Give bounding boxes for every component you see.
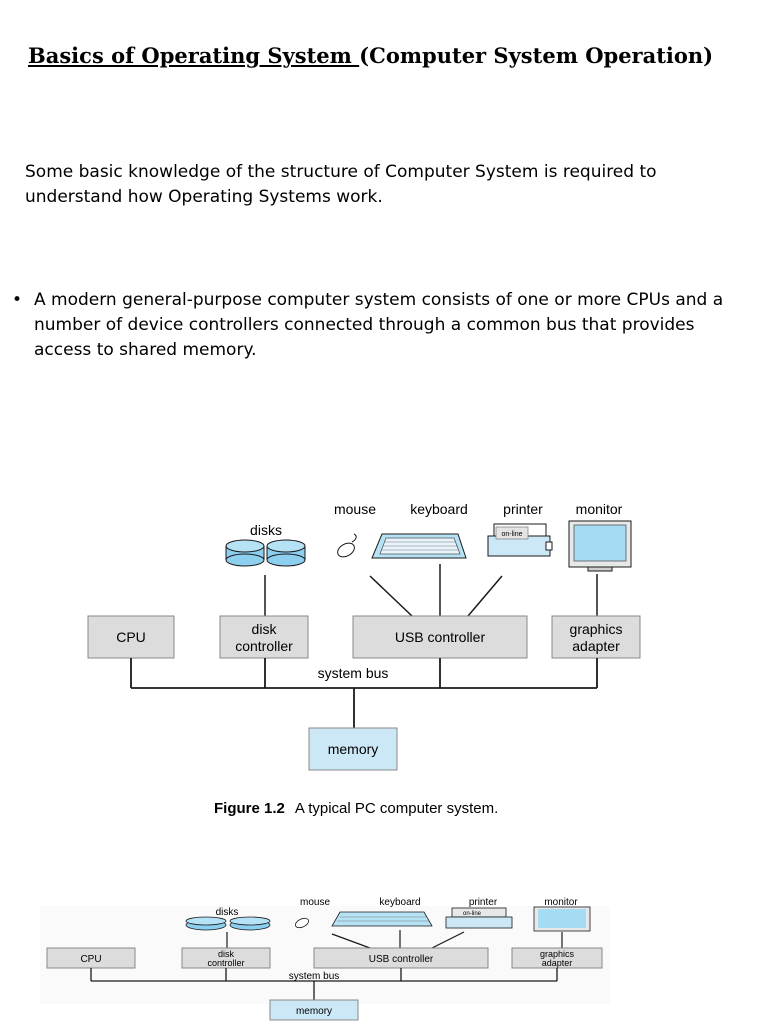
disk-controller-box-small: disk controller xyxy=(181,947,271,969)
figure-caption-text: A typical PC computer system. xyxy=(295,800,498,817)
keyboard-icon-small xyxy=(331,911,433,927)
graphics-adapter-box-small: graphics adapter xyxy=(511,947,603,969)
disks-icon-small xyxy=(185,916,271,931)
monitor-icon-small xyxy=(533,906,591,932)
keyboard-label-small: keyboard xyxy=(379,897,420,908)
monitor-label: monitor xyxy=(576,501,623,517)
usb-controller-box: USB controller xyxy=(352,615,528,659)
usb-controller-label: USB controller xyxy=(395,629,486,645)
disks-label-small: disks xyxy=(216,907,239,918)
device-connections xyxy=(264,564,598,617)
keyboard-icon xyxy=(371,533,467,559)
figure-caption: Figure 1.2 A typical PC computer system. xyxy=(214,800,498,817)
page-title: Basics of Operating System (Computer Sys… xyxy=(28,40,758,72)
keyboard-label: keyboard xyxy=(410,501,468,517)
disks-icon xyxy=(225,539,306,567)
device-connections-small xyxy=(226,930,563,949)
monitor-icon xyxy=(568,520,632,572)
graphics-adapter-label-line1: graphics xyxy=(570,621,623,637)
bullet-icon: • xyxy=(12,290,23,310)
disk-controller-label-line1: disk xyxy=(252,621,278,637)
printer-label-small: printer xyxy=(469,897,498,908)
memory-label: memory xyxy=(328,741,379,757)
usb-controller-box-small: USB controller xyxy=(313,947,489,969)
title-main: Basics of Operating System xyxy=(28,43,360,68)
system-bus-label-small: system bus xyxy=(289,971,340,982)
title-subtitle: (Computer System Operation) xyxy=(359,43,714,68)
printer-icon-small: on-line xyxy=(445,907,513,929)
graphics-adapter-label-line2: adapter xyxy=(572,638,620,654)
mouse-label: mouse xyxy=(334,501,376,517)
mouse-icon xyxy=(337,533,357,558)
printer-label: printer xyxy=(503,501,543,517)
disk-controller-label-line2-small: controller xyxy=(207,958,244,968)
cpu-box-small: CPU xyxy=(46,947,136,969)
intro-paragraph: Some basic knowledge of the structure of… xyxy=(25,162,657,207)
memory-box-small: memory xyxy=(269,999,359,1021)
mouse-label-small: mouse xyxy=(300,897,330,908)
graphics-adapter-box: graphics adapter xyxy=(551,615,641,659)
printer-icon: on-line xyxy=(487,523,553,557)
cpu-box: CPU xyxy=(87,615,175,659)
disk-controller-label-line2: controller xyxy=(235,638,293,654)
graphics-adapter-label-line2-small: adapter xyxy=(542,958,573,968)
monitor-label-small: monitor xyxy=(544,897,578,908)
cpu-label-small: CPU xyxy=(80,954,101,965)
disks-label: disks xyxy=(250,522,282,538)
memory-box: memory xyxy=(308,727,398,771)
on-line-label-small: on-line xyxy=(463,911,482,917)
diagram-small-svg: mouse keyboard printer monitor disks on-… xyxy=(40,897,610,1021)
memory-label-small: memory xyxy=(296,1006,332,1017)
computer-system-diagram: mouse keyboard printer monitor disks xyxy=(80,492,660,832)
on-line-label: on-line xyxy=(501,531,522,538)
disk-controller-box: disk controller xyxy=(219,615,309,659)
cpu-label: CPU xyxy=(116,629,146,645)
graphics-adapter-label-line1-small: graphics xyxy=(540,949,575,959)
list-item: • A modern general-purpose computer syst… xyxy=(10,288,740,363)
system-bus-small xyxy=(90,968,558,1000)
diagram-svg: mouse keyboard printer monitor disks xyxy=(87,501,641,817)
figure-number: Figure 1.2 xyxy=(214,800,285,817)
disk-controller-label-line1-small: disk xyxy=(218,949,235,959)
system-bus xyxy=(130,658,598,728)
bullet-list: • A modern general-purpose computer syst… xyxy=(10,288,740,363)
bullet-text: A modern general-purpose computer system… xyxy=(34,290,724,360)
computer-system-diagram-small: mouse keyboard printer monitor disks on-… xyxy=(40,890,610,1022)
usb-controller-label-small: USB controller xyxy=(369,954,434,965)
system-bus-label: system bus xyxy=(318,665,389,681)
mouse-icon-small xyxy=(295,917,309,929)
